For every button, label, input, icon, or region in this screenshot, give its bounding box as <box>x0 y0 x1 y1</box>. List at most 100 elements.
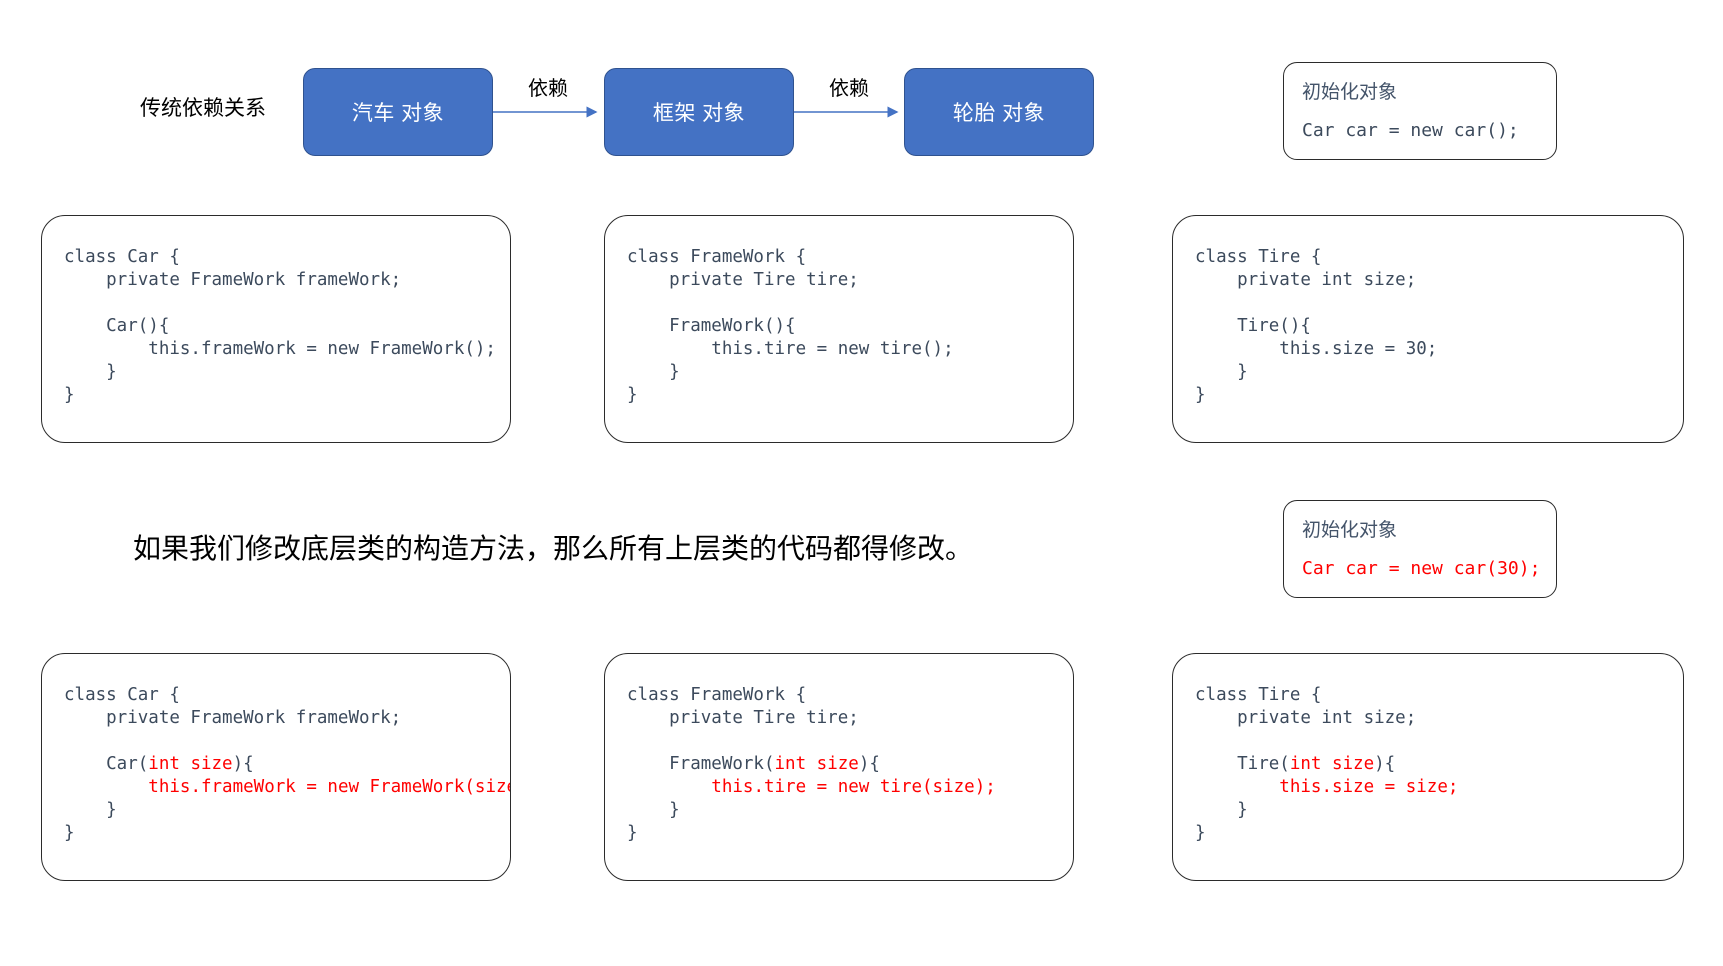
code-text: class Tire { <box>1195 247 1322 267</box>
code-text: class FrameWork { <box>627 247 807 267</box>
code-tire-after-text: class Tire { private int size; Tire(int … <box>1195 684 1458 845</box>
code-text <box>627 777 711 797</box>
code-text <box>64 777 148 797</box>
code-line: FrameWork(){ <box>627 315 954 338</box>
code-text <box>1195 777 1279 797</box>
code-text: this.frameWork = new FrameWork(); <box>64 339 496 359</box>
code-text: private FrameWork frameWork; <box>64 270 402 290</box>
code-line: Tire(){ <box>1195 315 1437 338</box>
code-text: private Tire tire; <box>627 270 859 290</box>
code-text: ){ <box>232 754 254 774</box>
code-line: private Tire tire; <box>627 269 954 292</box>
code-line <box>627 730 996 753</box>
caption-text: 如果我们修改底层类的构造方法，那么所有上层类的代码都得修改。 <box>133 533 974 564</box>
code-card-tire-before[interactable]: class Tire { private int size; Tire(){ t… <box>1172 215 1684 443</box>
code-line: this.tire = new tire(size); <box>627 776 996 799</box>
code-text: this.size = 30; <box>1195 339 1438 359</box>
code-line: private Tire tire; <box>627 707 996 730</box>
code-line: } <box>64 361 496 384</box>
code-line: this.frameWork = new FrameWork(size); <box>64 776 511 799</box>
code-text: } <box>1195 362 1248 382</box>
flow-section-label: 传统依赖关系 <box>140 97 266 120</box>
code-text: class FrameWork { <box>627 685 807 705</box>
code-tire-before-text: class Tire { private int size; Tire(){ t… <box>1195 246 1437 407</box>
code-line <box>64 292 496 315</box>
code-text: } <box>627 385 638 405</box>
code-line: } <box>627 361 954 384</box>
code-text: private Tire tire; <box>627 708 859 728</box>
code-highlight: int size <box>148 754 233 774</box>
code-card-framework-before[interactable]: class FrameWork { private Tire tire; Fra… <box>604 215 1074 443</box>
code-text: } <box>64 800 117 820</box>
code-line: } <box>64 822 510 845</box>
code-card-tire-after[interactable]: class Tire { private int size; Tire(int … <box>1172 653 1684 881</box>
code-highlight: this.tire = new tire(size); <box>711 777 996 797</box>
code-text: class Tire { <box>1195 685 1322 705</box>
flow-node-tire[interactable]: 轮胎 对象 <box>904 68 1094 156</box>
code-text: Tire( <box>1195 754 1290 774</box>
code-line: this.frameWork = new FrameWork(); <box>64 338 496 361</box>
code-line: class FrameWork { <box>627 246 954 269</box>
code-line: class Car { <box>64 684 510 707</box>
code-line: class Tire { <box>1195 246 1437 269</box>
code-line: } <box>1195 361 1437 384</box>
code-text: } <box>1195 800 1248 820</box>
code-text: } <box>1195 385 1206 405</box>
flow-arrow-2-label: 依赖 <box>829 78 869 100</box>
code-line <box>1195 730 1458 753</box>
flow-arrow-2 <box>794 98 907 126</box>
code-line: } <box>1195 384 1437 407</box>
code-line <box>64 730 510 753</box>
flow-node-car[interactable]: 汽车 对象 <box>303 68 493 156</box>
code-line: private FrameWork frameWork; <box>64 707 510 730</box>
code-line <box>1195 292 1437 315</box>
code-line: } <box>627 384 954 407</box>
flow-arrow-1 <box>493 98 606 126</box>
code-line: private int size; <box>1195 707 1458 730</box>
code-text: class Car { <box>64 247 180 267</box>
code-line: } <box>627 822 996 845</box>
code-text: } <box>64 362 117 382</box>
code-text: class Car { <box>64 685 180 705</box>
code-line: class FrameWork { <box>627 684 996 707</box>
init-note-after[interactable]: 初始化对象 Car car = new car(30); <box>1283 500 1557 598</box>
code-text: } <box>64 385 75 405</box>
code-line: FrameWork(int size){ <box>627 753 996 776</box>
flow-node-framework[interactable]: 框架 对象 <box>604 68 794 156</box>
code-highlight: this.frameWork = new FrameWork(size); <box>148 777 511 797</box>
code-card-car-before[interactable]: class Car { private FrameWork frameWork;… <box>41 215 511 443</box>
code-line: } <box>64 799 510 822</box>
flow-node-tire-label: 轮胎 对象 <box>952 102 1046 125</box>
code-highlight: int size <box>1289 754 1375 774</box>
code-highlight: this.size = size; <box>1279 777 1459 797</box>
code-text: } <box>627 823 638 843</box>
code-card-car-after[interactable]: class Car { private FrameWork frameWork;… <box>41 653 511 881</box>
code-line: this.tire = new tire(); <box>627 338 953 361</box>
init-note-before[interactable]: 初始化对象 Car car = new car(); <box>1283 62 1557 160</box>
code-line: Tire(int size){ <box>1195 753 1458 776</box>
code-text: private FrameWork frameWork; <box>64 708 402 728</box>
code-text: } <box>64 823 75 843</box>
code-line: } <box>1195 822 1458 845</box>
flow-node-car-label: 汽车 对象 <box>351 102 445 125</box>
code-line <box>627 292 954 315</box>
code-text: ){ <box>1374 754 1396 774</box>
code-framework-before-text: class FrameWork { private Tire tire; Fra… <box>627 246 954 407</box>
code-text: FrameWork( <box>627 754 775 774</box>
code-text: private int size; <box>1195 708 1417 728</box>
code-line: } <box>1195 799 1458 822</box>
code-line: } <box>627 799 996 822</box>
code-line: this.size = 30; <box>1195 338 1437 361</box>
code-line: } <box>64 384 496 407</box>
code-text: Car( <box>64 754 149 774</box>
code-line: Car(int size){ <box>64 753 510 776</box>
code-text: private int size; <box>1195 270 1417 290</box>
code-line: private int size; <box>1195 269 1437 292</box>
init-note-after-title: 初始化对象 <box>1302 520 1398 541</box>
code-text: FrameWork(){ <box>627 316 796 336</box>
code-line: private FrameWork frameWork; <box>64 269 496 292</box>
code-card-framework-after[interactable]: class FrameWork { private Tire tire; Fra… <box>604 653 1074 881</box>
code-car-after-text: class Car { private FrameWork frameWork;… <box>64 684 511 845</box>
code-line: this.size = size; <box>1195 776 1458 799</box>
code-text: Tire(){ <box>1195 316 1311 336</box>
